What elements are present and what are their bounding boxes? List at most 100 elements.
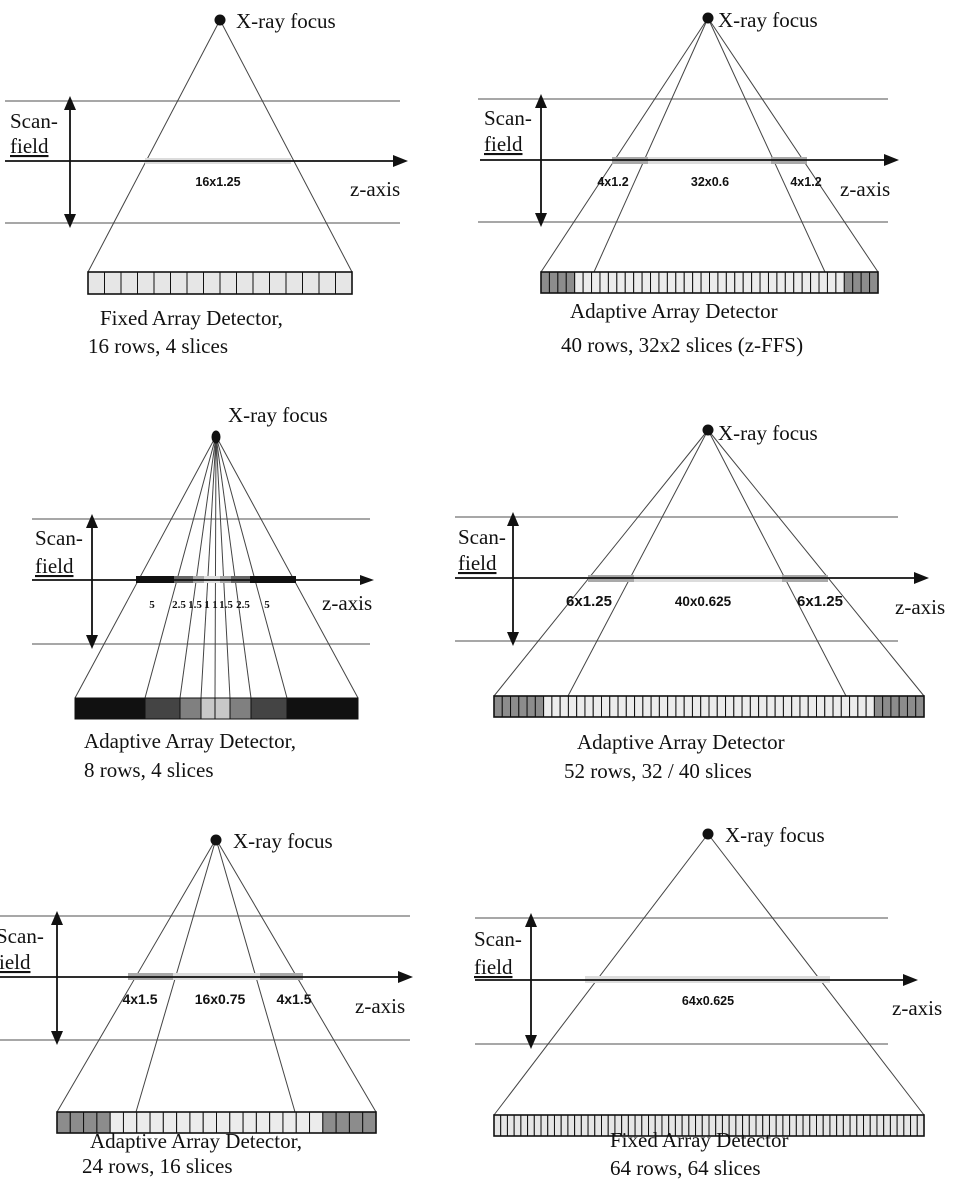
beam-inner-right bbox=[707, 17, 826, 273]
detector-row bbox=[725, 271, 736, 294]
detector-row bbox=[286, 697, 359, 720]
detector-row bbox=[842, 1114, 851, 1137]
scanfield-label-line1: Scan- bbox=[474, 927, 522, 951]
detector-row bbox=[810, 271, 820, 294]
detector-row bbox=[869, 271, 879, 294]
detector-row bbox=[795, 1114, 804, 1137]
xray-focus-point bbox=[702, 424, 714, 436]
detector-row bbox=[252, 271, 270, 295]
detector-row bbox=[574, 271, 584, 294]
scanfield-arrow-head-up bbox=[535, 94, 547, 108]
detector-row bbox=[650, 271, 660, 294]
detector-row bbox=[860, 271, 871, 294]
detector-row bbox=[493, 1114, 502, 1137]
detector-row bbox=[889, 1114, 898, 1137]
detector-row bbox=[553, 1114, 562, 1137]
detector-row bbox=[69, 1111, 85, 1134]
caption-line1: Fixed Array Detector, bbox=[100, 306, 283, 330]
detector-row bbox=[587, 1114, 596, 1137]
detector-row bbox=[824, 695, 834, 718]
beam-ray bbox=[74, 435, 217, 699]
detector-row bbox=[616, 271, 626, 294]
detector-row bbox=[567, 1114, 576, 1137]
detector-row bbox=[534, 695, 545, 718]
detector-row bbox=[809, 1114, 818, 1137]
segment-label-5-right: 5 bbox=[264, 599, 270, 611]
detector-row bbox=[229, 697, 252, 720]
detector-array bbox=[493, 695, 925, 718]
caption-line1: Fixed Array Detector bbox=[610, 1128, 788, 1152]
detector-row bbox=[774, 695, 784, 718]
z-axis-arrowhead bbox=[398, 971, 413, 983]
detector-row bbox=[633, 271, 643, 294]
beam-ray bbox=[215, 435, 252, 699]
detector-row bbox=[250, 697, 288, 720]
scanfield-arrow-head-down bbox=[51, 1031, 63, 1045]
detector-row bbox=[551, 695, 561, 718]
detector-row bbox=[801, 271, 812, 294]
z-axis-label: z-axis bbox=[892, 996, 942, 1020]
xray-focus-point bbox=[211, 430, 221, 444]
z-axis-label: z-axis bbox=[895, 595, 945, 619]
segment-label-center: 40x0.625 bbox=[675, 594, 732, 609]
segment-label-2.5-right: 2.5 bbox=[236, 599, 250, 611]
panel-adaptive-40-rows: X-ray focus Scan- field z-axis 4x1.2 32x… bbox=[478, 8, 899, 357]
detector-row bbox=[203, 271, 221, 295]
xray-focus-label: X-ray focus bbox=[236, 9, 336, 33]
beam-edge-left bbox=[87, 19, 221, 273]
detector-row bbox=[200, 697, 216, 720]
caption-line1: Adaptive Array Detector bbox=[570, 299, 778, 323]
scanfield-arrow-head-up bbox=[86, 514, 98, 528]
scanfield-label-line2: field bbox=[0, 950, 31, 974]
beam-ray bbox=[215, 435, 288, 699]
segment-label-right: 6x1.25 bbox=[797, 593, 843, 610]
caption-line1: Adaptive Array Detector bbox=[577, 730, 785, 754]
detector-row bbox=[56, 1111, 71, 1134]
detector-row bbox=[890, 695, 900, 718]
detector-row bbox=[816, 1114, 824, 1137]
detector-frame bbox=[56, 1111, 377, 1134]
detector-row bbox=[548, 271, 559, 294]
detector-row bbox=[816, 695, 826, 718]
detector-row bbox=[74, 697, 146, 720]
detector-row bbox=[675, 695, 685, 718]
z-axis-label: z-axis bbox=[322, 591, 372, 615]
detector-row bbox=[767, 271, 778, 294]
detector-row bbox=[836, 1114, 844, 1137]
caption-line1: Adaptive Array Detector, bbox=[90, 1129, 302, 1153]
scanfield-label-line2: field bbox=[10, 134, 49, 158]
detector-row bbox=[557, 271, 567, 294]
detector-row bbox=[658, 695, 669, 718]
segment-label-center: 64x0.625 bbox=[682, 994, 734, 1008]
detector-row bbox=[903, 1114, 912, 1137]
caption-line2: 40 rows, 32x2 slices (z-FFS) bbox=[561, 333, 803, 357]
detector-row bbox=[826, 271, 837, 294]
beam-ray bbox=[215, 435, 359, 699]
detector-row bbox=[835, 271, 845, 294]
beam-ray bbox=[179, 435, 217, 699]
detector-row bbox=[576, 695, 586, 718]
detector-row bbox=[309, 1111, 324, 1134]
detector-row bbox=[683, 271, 694, 294]
caption-line1: Adaptive Array Detector, bbox=[84, 729, 296, 753]
detector-row bbox=[285, 271, 303, 295]
detector-frame bbox=[87, 271, 353, 295]
detector-row bbox=[793, 271, 803, 294]
detector-row bbox=[594, 1114, 603, 1137]
detector-row bbox=[500, 1114, 508, 1137]
detector-row bbox=[526, 695, 536, 718]
xray-focus-point bbox=[702, 828, 714, 840]
detector-row bbox=[863, 1114, 871, 1137]
z-axis-arrowhead bbox=[884, 154, 899, 166]
detector-row bbox=[607, 271, 618, 294]
detector-row bbox=[691, 695, 702, 718]
scanfield-arrow-head-down bbox=[525, 1035, 537, 1049]
detector-row bbox=[591, 271, 601, 294]
caption-line2: 8 rows, 4 slices bbox=[84, 758, 214, 782]
panel-fixed-64-rows: X-ray focus Scan- field z-axis 64x0.625 … bbox=[474, 823, 942, 1180]
detector-row bbox=[219, 271, 237, 295]
detector-row bbox=[789, 1114, 797, 1137]
scanfield-arrow-head-up bbox=[525, 913, 537, 927]
detector-row bbox=[104, 271, 122, 295]
